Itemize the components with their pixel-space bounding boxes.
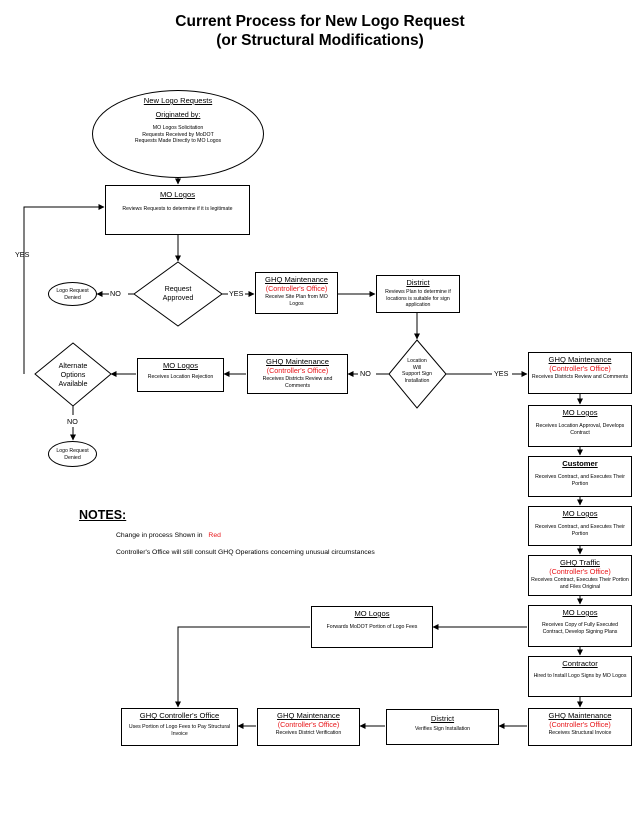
box-title: MO Logos xyxy=(562,509,598,518)
box-district-verify: District Verifies Sign Installation xyxy=(386,709,499,745)
box-title: MO Logos xyxy=(354,609,390,618)
decision-alt-label: Alternate Options Available xyxy=(58,361,88,388)
note-controllers-office: Controller's Office will still consult G… xyxy=(116,549,375,556)
box-ghq-traffic: GHQ Traffic (Controller's Office) Receiv… xyxy=(528,555,632,596)
box-red-note: (Controller's Office) xyxy=(277,720,340,729)
decision-location-label: Location Will Support Sign Installation xyxy=(402,358,432,384)
box-title: GHQ Controller's Office xyxy=(139,711,220,720)
box-body: Receives Structural Invoice xyxy=(548,730,612,736)
box-red-note: (Controller's Office) xyxy=(265,284,328,293)
edge-label-no: NO xyxy=(360,369,371,378)
end-logo-request-denied: Logo Request Denied xyxy=(48,282,97,306)
note-red-word: Red xyxy=(208,532,221,539)
box-contractor: Contractor Hired to Install Logo Signs b… xyxy=(528,656,632,697)
edge-label-yes: YES xyxy=(494,369,509,378)
edge-label-no: NO xyxy=(110,289,121,298)
arrow-fees-controller xyxy=(175,626,310,708)
box-mo-logos-rejection: MO Logos Receives Location Rejection xyxy=(137,358,224,392)
box-body: Receives District Verification xyxy=(275,730,342,736)
box-body: Receives Contract, Executes Their Portio… xyxy=(531,577,629,590)
start-new-logo-requests: New Logo Requests Originated by: MO Logo… xyxy=(92,90,264,178)
box-body: Uses Portion of Logo Fees to Pay Structu… xyxy=(128,724,231,737)
end-logo-request-denied-2: Logo Request Denied xyxy=(48,441,97,467)
box-title: GHQ Traffic xyxy=(560,558,600,567)
edge-label-yes: YES xyxy=(15,250,30,259)
decision-alt-diamond xyxy=(34,342,112,407)
box-body: Hired to Install Logo Signs by MO Logos xyxy=(533,673,627,679)
box-title: GHQ Maintenance xyxy=(277,711,340,720)
box-body: Receives Copy of Fully Executed Contract… xyxy=(541,622,619,635)
page-title: Current Process for New Logo Request xyxy=(175,13,465,30)
new-logo-line: Requests Made Directly to MO Logos xyxy=(134,138,222,145)
box-ghq-maintenance-verification: GHQ Maintenance (Controller's Office) Re… xyxy=(257,708,360,746)
box-mo-logos-develop-contract: MO Logos Receives Location Approval, Dev… xyxy=(528,405,632,447)
box-mo-logos-execute: MO Logos Receives Contract, and Executes… xyxy=(528,506,632,546)
box-mo-logos-forward-fees: MO Logos Forwards MoDOT Portion of Logo … xyxy=(311,606,433,648)
decision-request-label: Request Approved xyxy=(162,284,194,302)
box-district-review: District Reviews Plan to determine if lo… xyxy=(376,275,460,313)
box-red-note: (Controller's Office) xyxy=(549,720,611,729)
box-mo-logos-signing-plans: MO Logos Receives Copy of Fully Executed… xyxy=(528,605,632,647)
box-mo-logos-review: MO Logos Reviews Requests to determine i… xyxy=(105,185,250,235)
arrow-yes-loop xyxy=(23,204,105,374)
new-logo-line: MO Logos Solicitation xyxy=(152,125,204,131)
box-body: Receives Contract, and Executes Their Po… xyxy=(535,524,625,537)
new-logo-subtitle: Originated by: xyxy=(155,110,201,119)
box-body: Verifies Sign Installation xyxy=(414,726,471,732)
box-title: MO Logos xyxy=(162,361,199,370)
box-body: Receives Contract, and Executes Their Po… xyxy=(535,474,625,487)
note-change-in-process: Change in process Shown in Red xyxy=(116,532,221,540)
page-subtitle: (or Structural Modifications) xyxy=(216,32,424,49)
box-ghq-maintenance-review-right: GHQ Maintenance (Controller's Office) Re… xyxy=(528,352,632,394)
box-body: Forwards MoDOT Portion of Logo Fees xyxy=(326,624,418,630)
box-ghq-maintenance-review-left: GHQ Maintenance (Controller's Office) Re… xyxy=(247,354,348,394)
box-title: District xyxy=(406,278,430,287)
box-title: Customer xyxy=(562,459,598,468)
edge-label-yes: YES xyxy=(229,289,244,298)
box-body: Receives Districts Review and Comments xyxy=(531,374,629,380)
notes-heading: NOTES: xyxy=(79,508,127,522)
box-title: GHQ Maintenance xyxy=(265,275,328,284)
box-title: District xyxy=(430,714,455,723)
decision-location-diamond xyxy=(388,339,447,409)
box-body: Receives Districts Review and Comments xyxy=(262,376,333,389)
box-body: Receives Location Rejection xyxy=(147,374,214,380)
box-customer: Customer Receives Contract, and Executes… xyxy=(528,456,632,497)
box-body: Reviews Requests to determine if it is l… xyxy=(122,206,233,212)
box-title: MO Logos xyxy=(562,608,598,617)
box-red-note: (Controller's Office) xyxy=(549,567,611,576)
box-ghq-controllers-office: GHQ Controller's Office Uses Portion of … xyxy=(121,708,238,746)
box-body: Receive Site Plan from MO Logos xyxy=(265,294,328,307)
box-body: Receives Location Approval, Develops Con… xyxy=(535,423,625,436)
note-text: Change in process Shown in xyxy=(116,532,203,539)
box-ghq-maintenance-site-plan: GHQ Maintenance (Controller's Office) Re… xyxy=(255,272,338,314)
box-red-note: (Controller's Office) xyxy=(266,366,329,375)
box-title: GHQ Maintenance xyxy=(548,355,612,364)
box-title: Contractor xyxy=(562,659,598,668)
edge-label-no: NO xyxy=(67,417,78,426)
box-title: GHQ Maintenance xyxy=(548,711,612,720)
box-title: MO Logos xyxy=(159,190,196,199)
box-red-note: (Controller's Office) xyxy=(549,364,611,373)
box-title: GHQ Maintenance xyxy=(266,357,329,366)
box-title: MO Logos xyxy=(562,408,598,417)
decision-request-diamond xyxy=(133,261,223,327)
new-logo-title: New Logo Requests xyxy=(143,96,213,105)
box-body: Reviews Plan to determine if locations i… xyxy=(385,289,451,309)
new-logo-line: Requests Received by MoDOT xyxy=(142,131,214,138)
box-ghq-maintenance-invoice: GHQ Maintenance (Controller's Office) Re… xyxy=(528,708,632,746)
